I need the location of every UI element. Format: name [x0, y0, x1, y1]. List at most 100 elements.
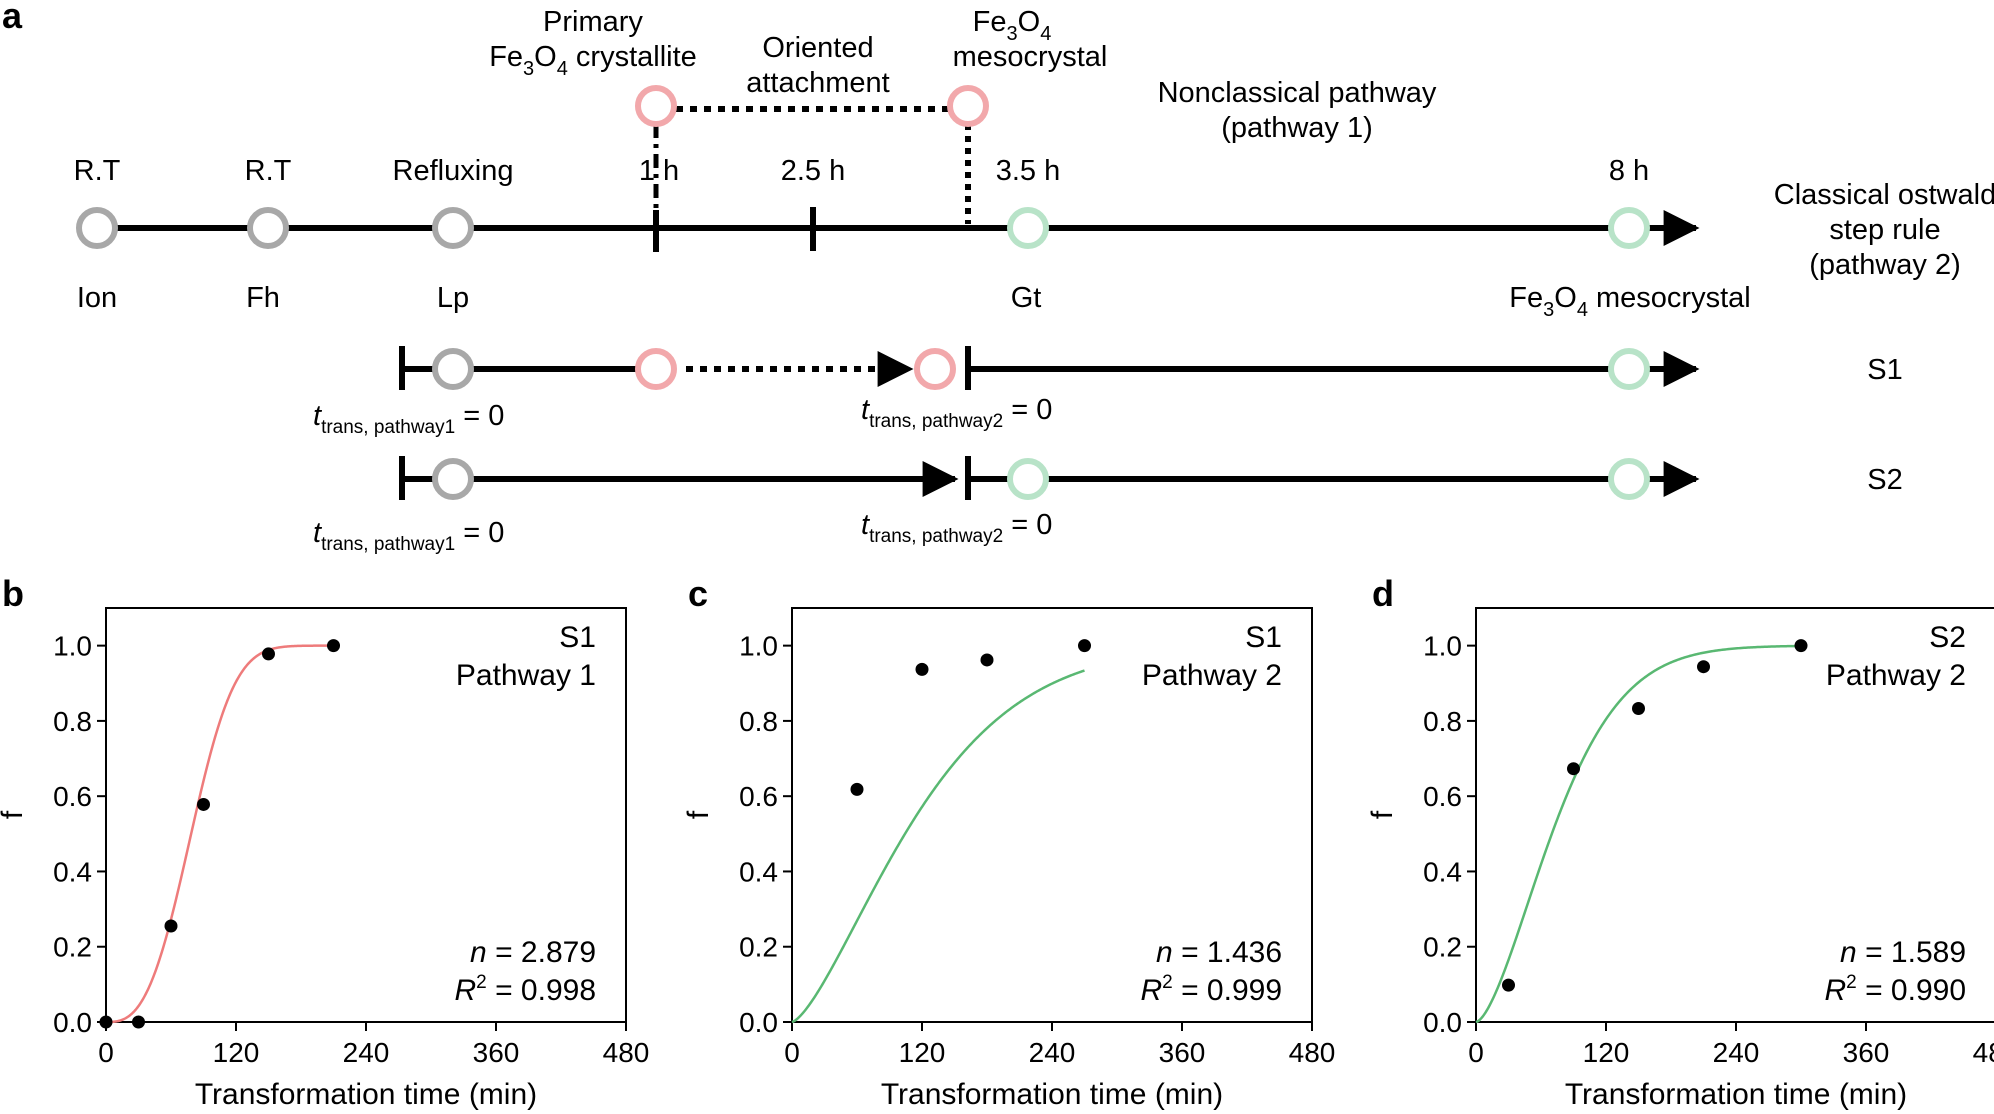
data-point	[1632, 701, 1645, 715]
data-point	[327, 639, 340, 653]
circle-ion	[76, 207, 118, 249]
y-tick-label: 0.4	[53, 856, 92, 887]
data-point	[164, 919, 178, 933]
x-tick-label: 0	[784, 1037, 800, 1068]
data-point	[850, 782, 864, 796]
y-tick-label: 0.0	[1423, 1007, 1462, 1038]
x-tick-label: 120	[213, 1037, 260, 1068]
data-point	[99, 1015, 113, 1029]
y-axis-label: f	[682, 810, 715, 819]
x-axis-label: Transformation time (min)	[881, 1078, 1223, 1111]
classical-line1: Classical ostwald	[1774, 179, 1994, 211]
mesocrystal-top-line2: mesocrystal	[953, 41, 1108, 73]
x-tick-label: 480	[1289, 1037, 1336, 1068]
s1-circle-lp	[432, 348, 474, 390]
s2-circle-end	[1608, 458, 1650, 500]
phase-label-gt: Gt	[1011, 282, 1042, 314]
s1-ttrans1: ttrans, pathway1 = 0	[313, 400, 504, 438]
chart-d: d01202403604800.00.20.40.60.81.0Transfor…	[1366, 573, 1994, 1111]
y-tick-label: 0.6	[739, 781, 778, 812]
mesocrystal-top-line1: Fe3O4	[973, 6, 1052, 45]
n-value-label: n = 2.879	[470, 936, 596, 969]
y-tick-label: 0.2	[53, 932, 92, 963]
y-tick-label: 0.2	[739, 932, 778, 963]
data-point	[1502, 978, 1515, 992]
s1-label: S1	[1867, 354, 1902, 386]
panel-label-b: b	[2, 573, 24, 614]
y-tick-label: 1.0	[53, 631, 92, 662]
time-label-8h: 8 h	[1609, 155, 1649, 187]
s2-ttrans2: ttrans, pathway2 = 0	[861, 509, 1052, 547]
x-tick-label: 240	[343, 1037, 390, 1068]
n-symbol: n	[1840, 936, 1857, 969]
nonclassical-line2: (pathway 1)	[1221, 112, 1373, 144]
y-tick-label: 0.8	[1423, 706, 1462, 737]
y-tick-label: 0.6	[1423, 781, 1462, 812]
phase-label-ion: Ion	[77, 282, 117, 314]
y-tick-label: 0.2	[1423, 932, 1462, 963]
r2-symbol: R	[1140, 974, 1162, 1007]
data-point	[915, 662, 929, 676]
y-tick-label: 1.0	[739, 631, 778, 662]
panel-label-d: d	[1372, 573, 1394, 614]
s1-circle-primary	[635, 348, 677, 390]
x-tick-label: 120	[899, 1037, 946, 1068]
s2-ttrans1: ttrans, pathway1 = 0	[313, 517, 504, 555]
y-axis-label: f	[0, 810, 29, 819]
primary-label-line1: Primary	[543, 6, 643, 38]
r2-value-label: R2 = 0.998	[454, 972, 596, 1007]
classical-line3: (pathway 2)	[1809, 249, 1961, 281]
classical-line2: step rule	[1829, 214, 1940, 246]
circle-8h	[1608, 207, 1650, 249]
oriented-attachment-line2: attachment	[746, 67, 889, 99]
data-point	[197, 797, 210, 811]
data-point	[262, 647, 275, 661]
n-value-label: n = 1.589	[1840, 936, 1966, 969]
s1-circle-end	[1608, 348, 1650, 390]
x-tick-label: 480	[603, 1037, 650, 1068]
time-label-rt1: R.T	[74, 155, 121, 187]
series-title: S1	[559, 621, 596, 654]
x-tick-label: 0	[98, 1037, 114, 1068]
y-tick-label: 0.0	[739, 1007, 778, 1038]
series-subtitle: Pathway 2	[1826, 659, 1966, 692]
phase-label-mesocrystal: Fe3O4 mesocrystal	[1509, 282, 1750, 321]
n-value: = 1.436	[1173, 936, 1282, 969]
r2-superscript: 2	[476, 972, 487, 993]
data-point	[980, 653, 994, 667]
x-tick-label: 240	[1713, 1037, 1760, 1068]
r2-symbol: R	[1824, 974, 1846, 1007]
r2-symbol: R	[454, 974, 476, 1007]
y-axis-label: f	[1366, 810, 1399, 819]
n-value: = 2.879	[487, 936, 596, 969]
s1-ttrans2: ttrans, pathway2 = 0	[861, 394, 1052, 432]
r2-value-label: R2 = 0.999	[1140, 972, 1282, 1007]
y-tick-label: 0.4	[739, 856, 778, 887]
time-label-3-5h: 3.5 h	[996, 155, 1061, 187]
x-tick-label: 360	[1159, 1037, 1206, 1068]
circle-gt	[1007, 207, 1049, 249]
circle-mesocrystal-top	[947, 85, 989, 127]
s2-label: S2	[1867, 464, 1902, 496]
x-tick-label: 120	[1583, 1037, 1630, 1068]
y-tick-label: 1.0	[1423, 631, 1462, 662]
panel-label-c: c	[688, 573, 708, 614]
time-label-rt2: R.T	[245, 155, 292, 187]
x-tick-label: 360	[1843, 1037, 1890, 1068]
x-axis-label: Transformation time (min)	[195, 1078, 537, 1111]
r2-value-label: R2 = 0.990	[1824, 972, 1966, 1007]
x-tick-label: 480	[1973, 1037, 1994, 1068]
series-subtitle: Pathway 1	[456, 659, 596, 692]
x-tick-label: 360	[473, 1037, 520, 1068]
circle-lp	[432, 207, 474, 249]
r2-value: = 0.999	[1173, 974, 1282, 1007]
nonclassical-line1: Nonclassical pathway	[1158, 77, 1437, 109]
phase-label-fh: Fh	[246, 282, 280, 314]
fit-curve	[1475, 644, 1802, 1024]
phase-label-lp: Lp	[437, 282, 469, 314]
series-subtitle: Pathway 2	[1142, 659, 1282, 692]
r2-superscript: 2	[1162, 972, 1173, 993]
time-label-1h: 1 h	[639, 155, 679, 187]
